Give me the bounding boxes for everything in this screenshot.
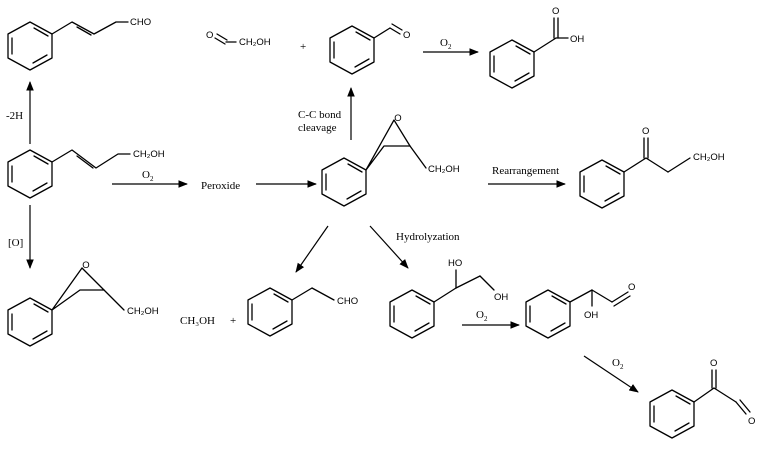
hydrolyzation-label: Hydrolyzation (396, 231, 460, 243)
benzene-ring (649, 389, 695, 439)
ch2oh-label: CH₂OH (127, 306, 159, 317)
benzoic-acid: O OH (489, 6, 584, 89)
peroxide-label: Peroxide (201, 180, 240, 192)
oh-label: HO (448, 258, 462, 269)
carbonyl-o-label: O (552, 6, 559, 17)
aldehyde-o-label: O (206, 30, 213, 41)
ch2oh-label: CH₂OH (693, 152, 725, 163)
epoxycinnamyl-alcohol-left: O CH₂OH (7, 260, 159, 347)
oh-label: OH (584, 310, 598, 321)
oh-label: OH (570, 34, 584, 45)
oxidation-mandel-arrow (583, 355, 639, 393)
benzaldehyde: O (329, 23, 410, 75)
benzene-ring (525, 289, 571, 339)
benzene-ring (7, 297, 53, 347)
o2-label: O2 (142, 169, 154, 183)
hydrolyzation-arrow (369, 225, 409, 269)
benzene-ring (389, 289, 435, 339)
cc-cleavage-label-2: cleavage (298, 122, 337, 134)
benzene-ring (7, 21, 53, 71)
phenylethanediol: HO OH (389, 258, 508, 339)
carbonyl-o-label: O (642, 126, 649, 137)
oh-label: OH (494, 292, 508, 303)
plus-sign: + (300, 41, 306, 53)
cc-cleavage-label-1: C-C bond (298, 109, 342, 121)
ch2oh-label: CH₂OH (428, 164, 460, 175)
epoxycinnamyl-alcohol-center: O CH₂OH (321, 113, 460, 207)
cho-label: CHO (130, 17, 151, 28)
cho-label: CHO (337, 296, 358, 307)
o2-label: O2 (440, 37, 452, 51)
aldehyde-o-label: O (628, 282, 635, 293)
benzene-ring (7, 149, 53, 199)
ch2oh-label: CH₂OH (133, 149, 165, 160)
aldehyde-o-label: O (403, 30, 410, 41)
benzene-ring (489, 39, 535, 89)
benzene-ring (579, 159, 625, 209)
ox-label: [O] (8, 237, 23, 249)
minus-2h-label: -2H (6, 110, 23, 122)
benzene-ring (247, 287, 293, 337)
plus-sign: + (230, 315, 236, 327)
hydroxypropiophenone: O CH₂OH (579, 126, 725, 209)
mandelaldehyde: OH O (525, 282, 635, 339)
epoxide-o-label: O (394, 113, 401, 124)
epoxide-o-label: O (82, 260, 89, 271)
rearrangement-label: Rearrangement (492, 165, 559, 177)
cinnamyl-alcohol: CH₂OH (7, 149, 165, 199)
ch2oh-label: CH₂OH (239, 37, 271, 48)
to-phenylacetaldehyde-arrow (295, 225, 329, 273)
cinnamaldehyde: CHO (7, 17, 151, 71)
phenylglyoxal: O O (649, 358, 755, 439)
o2-label: O2 (476, 309, 488, 323)
o2-label: O2 (612, 357, 624, 371)
benzene-ring (321, 157, 367, 207)
glycolaldehyde: O CH₂OH (206, 30, 271, 48)
carbonyl-o-label: O (710, 358, 717, 369)
aldehyde-o-label: O (748, 416, 755, 427)
benzene-ring (329, 25, 375, 75)
methanol-label: CH₃OH (180, 315, 215, 327)
phenylacetaldehyde: CHO (247, 287, 358, 337)
